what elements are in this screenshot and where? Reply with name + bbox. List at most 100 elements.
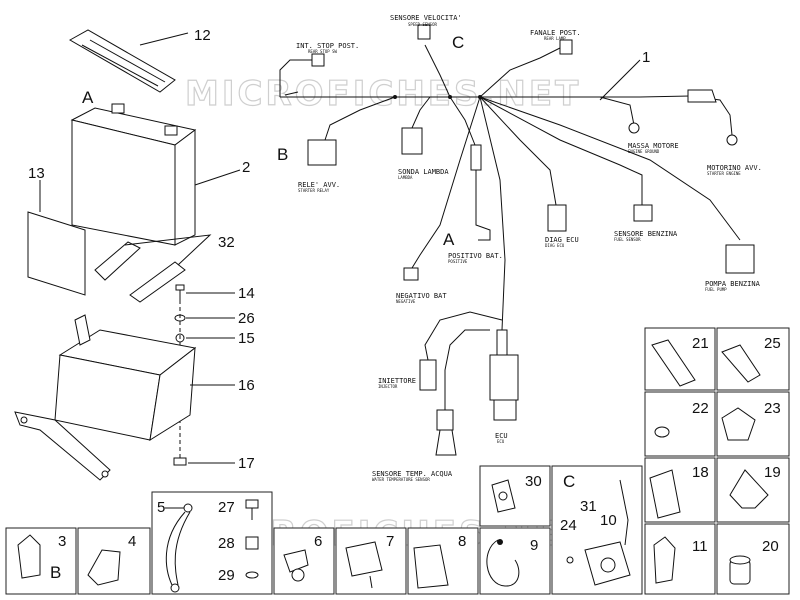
bracket-4 (87, 549, 121, 586)
label-23: 23 (764, 400, 781, 417)
label-21: 21 (692, 335, 709, 352)
screw-28 (245, 536, 259, 550)
fuel-pump-label: POMPA BENZINA (705, 280, 761, 288)
label-3: 3 (58, 533, 66, 550)
water-temp-sensor-10 (566, 479, 631, 586)
label-18: 18 (692, 464, 709, 481)
label-24: 24 (560, 517, 577, 534)
clip-23 (721, 407, 756, 441)
ecu-label: ECU (495, 432, 508, 440)
box-9 (479, 527, 551, 595)
speed-sensor-sub: SPEED SENSOR (408, 22, 437, 27)
label-30: 30 (525, 473, 542, 490)
clamp-25 (721, 344, 761, 383)
label-13: 13 (28, 165, 45, 182)
positive-bat-sub: POSITIVE (448, 259, 468, 264)
lambda-sub: LAMBDA (398, 175, 413, 180)
clip-18 (649, 469, 681, 519)
ground-cable (165, 503, 193, 593)
label-group-a: A (82, 88, 94, 107)
box-20 (716, 523, 790, 595)
fuel-sensor-label: SENSORE BENZINA (614, 230, 678, 238)
leader-12 (139, 32, 189, 46)
starter-relay-sub: STARTER RELAY (298, 188, 330, 193)
lambda-label: SONDA LAMBDA (398, 168, 449, 176)
label-29: 29 (218, 567, 235, 584)
diag-ecu-label: DIAG ECU (545, 236, 579, 244)
negative-bat-label: NEGATIVO BAT (396, 292, 447, 300)
water-temp-label: SENSORE TEMP. ACQUA (372, 470, 453, 478)
washer-22 (654, 426, 670, 438)
positive-bat-label: POSITIVO BAT. (448, 252, 503, 260)
label-11: 11 (692, 538, 708, 555)
label-20: 20 (762, 538, 779, 555)
label-14: 14 (238, 285, 255, 302)
cable-tie-9 (486, 539, 520, 587)
injector-label: INIETTORE (378, 377, 416, 385)
starter-motor-sub: STARTER ENGINE (707, 171, 741, 176)
box-3 (5, 527, 77, 595)
leader-32 (124, 234, 212, 266)
diag-ecu-sub: DIAG ECU (545, 243, 565, 248)
label-28: 28 (218, 535, 235, 552)
label-31: 31 (580, 498, 597, 515)
label-25: 25 (764, 335, 781, 352)
starter-motor-label: MOTORINO AVV. (707, 164, 762, 172)
fuel-pump-sub: FUEL PUMP (705, 287, 727, 292)
label-16: 16 (238, 377, 255, 394)
label-group-c-box: C (563, 472, 575, 491)
wiring-harness (279, 24, 755, 456)
rear-lamp-label: FANALE POST. (530, 29, 581, 37)
label-10: 10 (600, 512, 617, 529)
label-2: 2 (242, 159, 250, 176)
watermark-top: MICROFICHES.NET (185, 74, 581, 114)
box-30 (479, 465, 551, 527)
relay-11 (653, 536, 676, 584)
label-19: 19 (764, 464, 781, 481)
engine-ground-label: MASSA MOTORE (628, 142, 679, 150)
label-4: 4 (128, 533, 136, 550)
label-32: 32 (218, 234, 235, 251)
label-27: 27 (218, 499, 235, 516)
label-group-b: B (277, 145, 288, 164)
label-group-c: C (452, 33, 464, 52)
screw-14 (175, 284, 185, 300)
label-15: 15 (238, 330, 255, 347)
cable-clamp-6 (283, 549, 309, 573)
label-22: 22 (692, 400, 709, 417)
rear-lamp-sub: REAR LAMP (544, 36, 566, 41)
label-group-b-box: B (50, 563, 61, 582)
battery-box (14, 314, 197, 481)
battery-strap (68, 29, 176, 93)
rubber-strip-b (129, 261, 186, 303)
label-6: 6 (314, 533, 322, 550)
stop-switch-sub: REAR STOP SW (308, 49, 337, 54)
fuel-sensor-sub: FUEL SENSOR (614, 237, 641, 242)
battery-pad (27, 211, 86, 296)
screw-27 (245, 499, 259, 520)
fuse-holder-21 (651, 339, 696, 387)
speed-sensor-label: SENSORE VELOCITA' (390, 14, 462, 22)
grommet-19 (729, 469, 769, 509)
battery (70, 103, 197, 246)
label-7: 7 (386, 533, 394, 550)
injector-sub: INJECTOR (378, 384, 398, 389)
clip-8 (413, 544, 449, 589)
starter-relay-label: RELE' AVV. (298, 181, 340, 189)
stop-switch-label: INT. STOP POST. (296, 42, 359, 50)
ecu-sub: ECU (497, 439, 505, 444)
label-5: 5 (157, 499, 165, 516)
label-8: 8 (458, 533, 466, 550)
leader-2 (194, 169, 241, 186)
label-1: 1 (642, 49, 650, 66)
label-12: 12 (194, 27, 211, 44)
relay-3 (17, 534, 41, 579)
rubber-strip-a (94, 241, 141, 281)
label-9: 9 (530, 537, 538, 554)
label-17: 17 (238, 455, 255, 472)
washer-29 (245, 571, 259, 579)
negative-bat-sub: NEGATIVE (396, 299, 416, 304)
engine-ground-sub: ENGINE GROUND (628, 149, 660, 154)
